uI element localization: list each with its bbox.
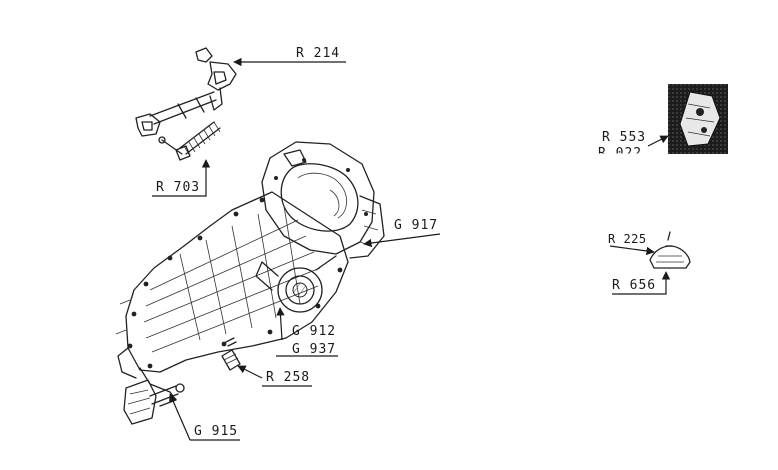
label-r225: R 225 xyxy=(608,232,647,246)
label-r258: R 258 xyxy=(266,370,310,385)
leader-r553 xyxy=(647,135,669,147)
leader-r258 xyxy=(237,365,263,379)
leader-g912 xyxy=(276,307,285,341)
label-r022: R 022 xyxy=(598,146,642,161)
leader-lines xyxy=(152,57,671,441)
drain-plug-drawing xyxy=(221,337,241,371)
leader-g917 xyxy=(363,233,441,248)
label-r553: R 553 xyxy=(602,130,646,145)
mount-photo-drawing xyxy=(668,84,728,154)
spring-drawing xyxy=(179,121,221,157)
label-r703: R 703 xyxy=(156,180,200,195)
label-g912: G 912 xyxy=(292,324,336,339)
leader-g915 xyxy=(169,393,191,441)
label-g917: G 917 xyxy=(394,218,438,233)
label-r214: R 214 xyxy=(296,46,340,61)
label-r656: R 656 xyxy=(612,278,656,293)
output-flange-drawing xyxy=(255,255,337,313)
leader-r703 xyxy=(152,159,211,197)
selector-shaft-drawing xyxy=(123,379,185,425)
rubber-mount-drawing xyxy=(649,231,691,269)
leader-r225 xyxy=(609,245,655,256)
label-g915: G 915 xyxy=(194,424,238,439)
gearbox-drawing xyxy=(115,141,385,425)
leader-r656 xyxy=(612,271,671,295)
label-g937: G 937 xyxy=(292,342,336,357)
selector-linkage-drawing xyxy=(135,47,237,161)
part-labels: R 214 R 703 G 917 G 912 G 937 R 258 G 91… xyxy=(156,46,656,439)
